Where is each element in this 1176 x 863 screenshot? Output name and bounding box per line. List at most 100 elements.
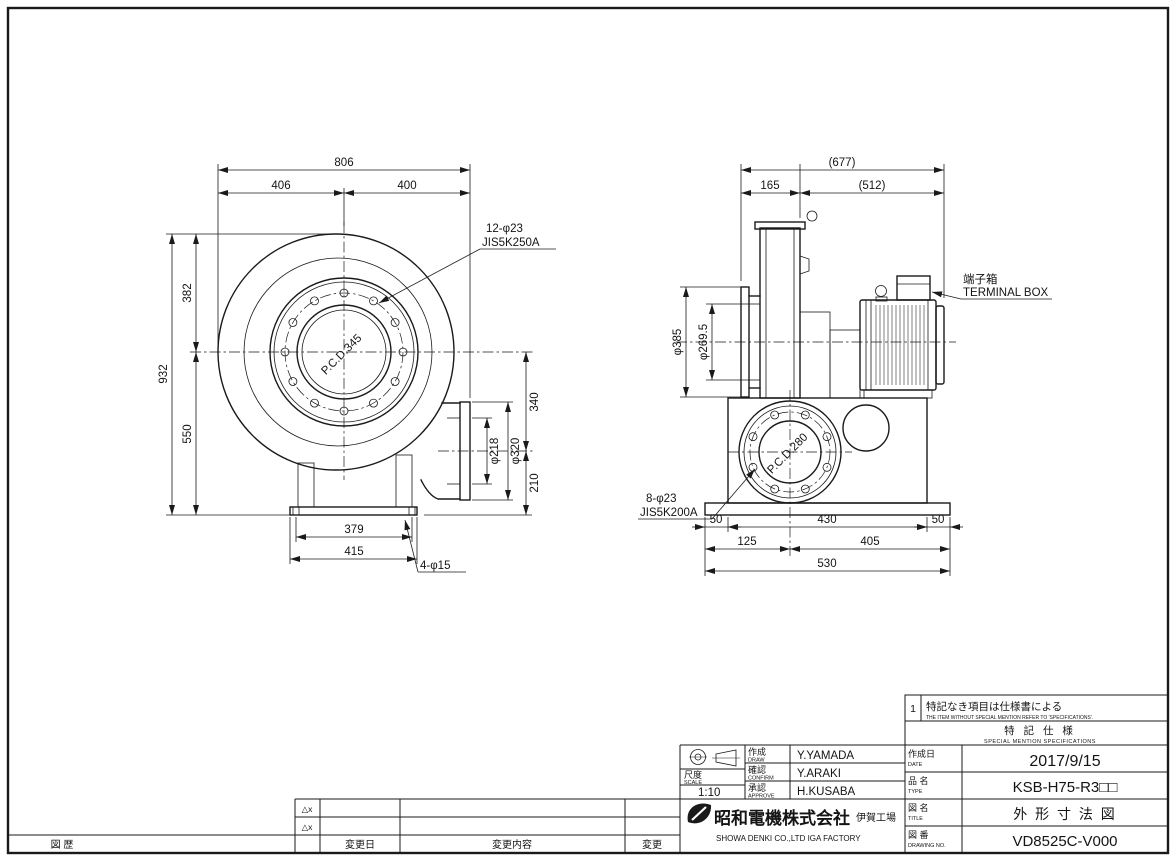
pcd-345-label: P.C.D.345: [319, 332, 364, 377]
terminal-box-label-en: TERMINAL BOX: [963, 287, 1049, 299]
approve-name: H.KUSABA: [797, 786, 855, 798]
note-box: 1 特記なき項目は仕様書による THE ITEM WITHOUT SPECIAL…: [904, 694, 1169, 746]
revision-col-date: 変更日: [345, 838, 375, 851]
motor-feet: [863, 389, 933, 399]
side-view: (677) 165 (512) φ385 φ269.5 50 430 50 12…: [638, 157, 1052, 576]
terminal-box: [896, 275, 931, 301]
inlet-flange-inner-ring: [273, 281, 415, 423]
type-value: KSB-H75-R3□□: [1013, 779, 1118, 796]
base-plate-front: [289, 506, 418, 516]
casing-bracket: [799, 255, 810, 275]
motor-adapter: [799, 311, 831, 399]
side-view-callouts: 端子箱 TERMINAL BOX 8-φ23 JIS5K200A P.C.D.2…: [638, 272, 1052, 520]
title-label-jp: 図 名: [908, 802, 929, 813]
flange-bolt-callout-standard: JIS5K250A: [482, 237, 540, 249]
right-leg: [395, 454, 413, 508]
outlet-bolt-callout-count: 8-φ23: [646, 493, 676, 505]
dim-left-width: 406: [271, 180, 290, 192]
dim-total-height: 932: [158, 364, 170, 383]
drawing-no-label-en: DRAWING NO.: [908, 843, 946, 849]
revision-table: △x △x 図 歴 変更日 変更内容 変更: [8, 798, 680, 853]
dim-base-left-margin: 50: [710, 514, 723, 526]
outlet-flange-face: [738, 400, 842, 504]
note-line2-jp: 特 記 仕 様: [1004, 724, 1076, 737]
revision-marker: △x: [302, 822, 314, 832]
front-view-geometry: [217, 233, 471, 516]
dim-base-width: 415: [344, 546, 363, 558]
outlet-duct: [420, 401, 471, 501]
scale-value: 1:10: [698, 787, 720, 799]
dim-outlet-center-height: 210: [529, 473, 541, 492]
draw-label-en: DRAW: [748, 758, 765, 764]
dim-outlet-to-end: 405: [860, 536, 879, 548]
dim-inlet-length: 165: [760, 180, 779, 192]
factory-name: 伊賀工場: [856, 811, 896, 824]
dim-base-total: 530: [817, 558, 836, 570]
approve-label-jp: 承認: [748, 782, 766, 793]
motor: [859, 275, 945, 399]
note-number: 1: [910, 703, 916, 715]
company-name: 昭和電機株式会社: [714, 808, 850, 828]
confirm-name: Y.ARAKI: [797, 768, 841, 780]
base-plate-side: [704, 502, 951, 516]
dim-outlet-bore: φ218: [489, 438, 501, 465]
note-line1-jp: 特記なき項目は仕様書による: [926, 700, 1062, 713]
date-value: 2017/9/15: [1029, 753, 1100, 770]
inlet-flange-side: [740, 286, 750, 398]
dim-inlet-flange-od: φ385: [672, 329, 684, 356]
motor-eyebolt: [875, 285, 887, 297]
dim-outlet-offset: 125: [737, 536, 756, 548]
revision-marker: △x: [302, 804, 314, 814]
outlet-flange-od: [738, 400, 842, 504]
motor-end-cap: [935, 305, 945, 385]
terminal-box-label-jp: 端子箱: [963, 272, 998, 286]
flange-bolt-holes: [280, 288, 408, 416]
scale-label-en: SCALE: [684, 780, 702, 786]
draw-label-jp: 作成: [748, 746, 766, 757]
left-leg: [297, 462, 315, 508]
motor-body: [859, 299, 937, 391]
outlet-bolt-circle: [749, 411, 831, 493]
side-view-geometry: [704, 210, 951, 516]
date-label-en: DATE: [908, 762, 923, 768]
type-label-jp: 品 名: [908, 775, 929, 786]
confirm-label-en: CONFIRM: [748, 776, 774, 782]
dim-upper-height: 382: [182, 283, 194, 302]
sheet-border: [6, 6, 1170, 855]
date-label-jp: 作成日: [908, 748, 935, 759]
casing-eyebolt: [806, 210, 818, 222]
outlet-bolt-callout-standard: JIS5K200A: [640, 507, 698, 519]
outlet-bolt-holes: [748, 410, 832, 494]
revision-history-label: 図 歴: [51, 839, 74, 851]
type-label-en: TYPE: [908, 789, 923, 795]
casing-top-cap: [754, 221, 806, 230]
company-name-en: SHOWA DENKI CO.,LTD IGA FACTORY: [716, 834, 861, 843]
title-value: 外 形 寸 法 図: [1013, 806, 1117, 822]
dim-right-width: 400: [397, 180, 416, 192]
projection-symbol: [689, 749, 740, 767]
inlet-flange-outer: [269, 277, 419, 427]
scroll-housing: [217, 233, 455, 471]
dim-total-width: 806: [334, 157, 353, 169]
side-view-dimensions: (677) 165 (512) φ385 φ269.5 50 430 50 12…: [672, 157, 963, 576]
approve-label-en: APPROVE: [748, 794, 775, 800]
draw-name: Y.YAMADA: [797, 750, 854, 762]
title-block: 尺度 SCALE 1:10 作成 DRAW Y.YAMADA 確認 CONFIR…: [679, 744, 1168, 853]
motor-fins: [875, 305, 925, 385]
front-base: [289, 454, 418, 516]
inlet-bore-inner: [301, 309, 387, 395]
confirm-label-jp: 確認: [748, 764, 766, 775]
outlet-bore: [758, 420, 822, 484]
dim-base-span: 430: [817, 514, 836, 526]
dim-base-right-margin: 50: [932, 514, 945, 526]
pcd-280-label: P.C.D.280: [765, 431, 810, 476]
scale-label-jp: 尺度: [684, 769, 702, 780]
drawing-no-label-jp: 図 番: [908, 829, 929, 840]
base-hole-callout: 4-φ15: [420, 560, 450, 572]
motor-bracket: [829, 329, 861, 399]
flange-bolt-callout-count: 12-φ23: [486, 223, 523, 235]
front-view-centerlines: [190, 222, 534, 480]
revision-col-change: 変更: [642, 838, 662, 851]
